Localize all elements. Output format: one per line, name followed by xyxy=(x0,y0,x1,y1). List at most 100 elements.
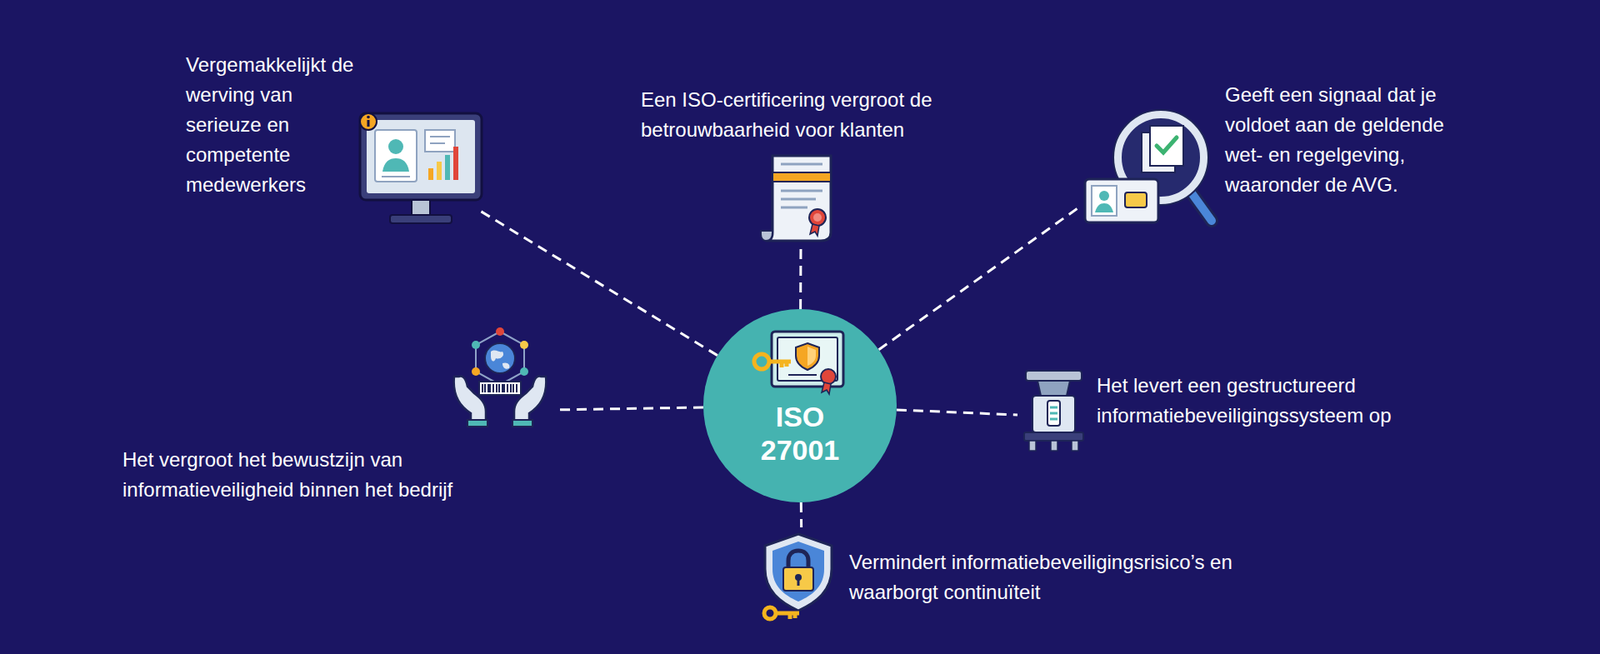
icon-part xyxy=(1085,179,1159,223)
icon-part xyxy=(471,340,480,350)
certificate-key-icon xyxy=(751,326,849,397)
icon-part xyxy=(445,155,450,180)
icon-part xyxy=(506,384,509,393)
shield-lock-icon xyxy=(760,530,837,623)
icon-part xyxy=(807,346,816,366)
dashed-connector xyxy=(879,207,1080,350)
icon-part xyxy=(360,113,377,130)
icon-part xyxy=(490,350,510,370)
dashed-connector xyxy=(799,248,802,310)
icon-part xyxy=(772,172,831,182)
icon-part xyxy=(1029,440,1036,451)
icon-part xyxy=(485,343,515,374)
icon-part xyxy=(503,384,505,393)
benefit-text: Vermindert informatiebeveiligingsrisico’… xyxy=(849,547,1283,608)
certificate-icon xyxy=(757,150,845,245)
system-device-icon xyxy=(1020,367,1087,455)
icon-part xyxy=(390,215,452,224)
icon-part xyxy=(487,384,490,393)
icon-part xyxy=(367,120,370,127)
icon-part xyxy=(366,115,370,120)
icon-part xyxy=(428,168,434,180)
icon-part xyxy=(381,175,410,178)
icon-part xyxy=(436,161,442,180)
icon-part xyxy=(820,369,836,385)
icon-part xyxy=(765,155,831,241)
icon-part xyxy=(1025,370,1082,381)
benefit-callout: Het vergroot het bewustzijn van informat… xyxy=(122,326,551,505)
icon-part xyxy=(754,354,770,370)
icon-part xyxy=(780,190,823,193)
icon-part xyxy=(515,384,518,393)
icon-part xyxy=(1091,185,1117,216)
icon-part xyxy=(520,367,529,376)
icon-part xyxy=(1150,125,1184,166)
icon-part xyxy=(783,567,814,591)
icon-part xyxy=(771,331,844,387)
benefit-callout: Het levert een gestructureerd informatie… xyxy=(1020,367,1447,455)
benefit-text: Het levert een gestructureerd informatie… xyxy=(1096,370,1447,431)
icon-part xyxy=(788,374,817,376)
icon-part xyxy=(471,367,480,376)
icon-part xyxy=(788,550,809,568)
icon-part xyxy=(360,113,482,200)
icon-part xyxy=(430,142,445,145)
benefit-text: Een ISO-certificering vergroot de betrou… xyxy=(640,85,991,145)
dashed-connector xyxy=(554,407,704,410)
icon-part xyxy=(489,384,491,393)
icon-part xyxy=(512,420,533,427)
icon-part xyxy=(475,331,525,385)
benefit-callout: Een ISO-certificering vergroot de betrou… xyxy=(640,85,991,245)
icon-part xyxy=(520,340,529,350)
icon-part xyxy=(1071,440,1079,451)
benefit-text: Geeft een signaal dat je voldoet aan de … xyxy=(1225,80,1484,200)
icon-part xyxy=(1050,412,1058,415)
benefit-callout: Geeft een signaal dat je voldoet aan de … xyxy=(1081,80,1484,230)
icon-part xyxy=(769,361,791,368)
icon-part xyxy=(498,384,500,393)
hands-globe-icon xyxy=(449,326,551,429)
icon-part xyxy=(1050,418,1058,421)
icon-part xyxy=(821,382,831,395)
icon-part xyxy=(479,381,521,395)
benefit-text: Het vergroot het bewustzijn van informat… xyxy=(122,445,540,505)
monitor-icon xyxy=(356,110,485,230)
icon-part xyxy=(795,343,820,370)
icon-part xyxy=(1037,380,1070,396)
icon-part xyxy=(813,213,822,222)
icon-part xyxy=(512,384,515,393)
benefit-callout: Vergemakkelijkt de werving van serieuze … xyxy=(185,50,485,230)
icon-part xyxy=(772,541,825,602)
icon-part xyxy=(514,376,546,426)
icon-part xyxy=(366,120,475,194)
icon-part xyxy=(810,224,820,236)
icon-part xyxy=(430,135,450,138)
icon-part xyxy=(809,209,826,226)
icon-part xyxy=(1099,190,1110,201)
icon-part xyxy=(780,198,816,201)
icon-part xyxy=(780,163,823,166)
icon-part xyxy=(492,384,495,393)
icon-part xyxy=(1050,440,1058,451)
icon-part xyxy=(482,384,517,393)
dashed-connector xyxy=(896,410,1018,415)
icon-part xyxy=(1047,400,1060,426)
icon-part xyxy=(1190,190,1212,221)
icon-part xyxy=(481,384,484,393)
icon-part xyxy=(1095,203,1114,213)
icon-part xyxy=(501,384,504,393)
icon-part xyxy=(425,130,455,152)
icon-part xyxy=(1024,432,1084,441)
magnifier-icon xyxy=(1081,107,1220,230)
benefit-callout: Vermindert informatiebeveiligingsrisico’… xyxy=(760,530,1283,623)
icon-part xyxy=(775,613,800,620)
icon-part xyxy=(510,384,512,393)
icon-part xyxy=(797,579,800,586)
icon-part xyxy=(467,420,488,427)
icon-part xyxy=(454,376,486,426)
icon-part xyxy=(1190,190,1212,221)
icon-part xyxy=(375,130,417,182)
icon-part xyxy=(495,384,498,393)
